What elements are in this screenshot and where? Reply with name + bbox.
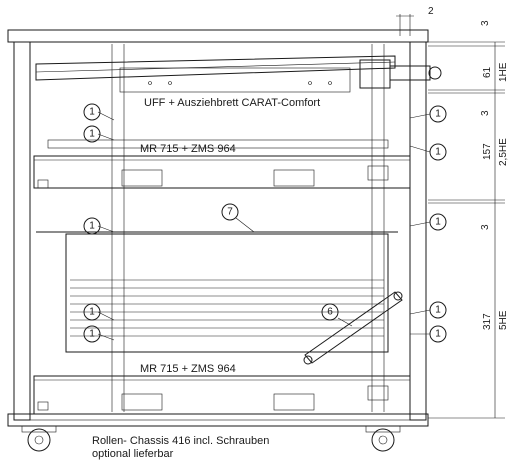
- callout-1-h: 1: [409, 213, 447, 231]
- lift-arm-6: [303, 291, 403, 365]
- svg-text:1: 1: [89, 329, 95, 340]
- svg-text:1: 1: [435, 109, 441, 120]
- dim-157: 157: [482, 143, 493, 160]
- bottom-caption-line2: optional lieferbar: [92, 448, 174, 460]
- pullout-board: [35, 55, 396, 93]
- top-caption: UFF + Ausziehbrett CARAT-Comfort: [144, 97, 320, 109]
- svg-text:1: 1: [89, 307, 95, 318]
- callout-1-e: 1: [83, 325, 115, 343]
- dim-gap-top: 2: [428, 6, 434, 17]
- dim-317: 317: [482, 313, 493, 330]
- callout-1-f: 1: [409, 105, 447, 123]
- svg-text:1: 1: [435, 147, 441, 158]
- svg-text:1: 1: [435, 305, 441, 316]
- callout-1-d: 1: [83, 303, 115, 321]
- svg-text:1: 1: [89, 129, 95, 140]
- callout-1-g: 1: [409, 143, 447, 161]
- dim-5he: 5HE: [498, 310, 509, 330]
- cabinet-left-wall: [13, 41, 31, 421]
- cabinet-top-panel: [7, 29, 429, 43]
- svg-text:1: 1: [435, 217, 441, 228]
- callout-6: 6: [321, 303, 353, 327]
- dim-3-a: 3: [480, 110, 491, 116]
- dim-3-b: 3: [480, 224, 491, 230]
- upper-drawer: [33, 155, 411, 189]
- lower-basket: [65, 233, 389, 353]
- upper-drawer-label: MR 715 + ZMS 964: [140, 143, 236, 155]
- cabinet-inner-outline: [29, 41, 411, 421]
- callout-1-b: 1: [83, 125, 115, 143]
- lower-drawer-label: MR 715 + ZMS 964: [140, 363, 236, 375]
- castor-left: [21, 425, 57, 452]
- castor-right: [365, 425, 401, 452]
- dim-2-5he: 2,5HE: [498, 138, 509, 166]
- svg-text:6: 6: [327, 307, 333, 318]
- bottom-caption-line1: Rollen- Chassis 416 incl. Schrauben: [92, 435, 269, 447]
- svg-text:7: 7: [227, 207, 233, 218]
- upper-rail: [47, 139, 389, 149]
- dim-61: 61: [482, 66, 493, 78]
- dimension-column: [396, 14, 505, 419]
- svg-text:1: 1: [89, 107, 95, 118]
- svg-text:1: 1: [435, 329, 441, 340]
- cabinet-right-wall: [409, 41, 427, 421]
- dim-1he: 1HE: [498, 62, 509, 82]
- lower-drawer: [33, 375, 411, 415]
- callout-1-j: 1: [410, 325, 447, 343]
- svg-text:1: 1: [89, 221, 95, 232]
- callout-7: 7: [221, 203, 255, 233]
- callout-1-a: 1: [83, 103, 115, 121]
- top-mechanism: [359, 59, 442, 89]
- callout-1-c: 1: [83, 217, 115, 235]
- dim-3-top: 3: [480, 20, 491, 26]
- callout-1-i: 1: [409, 301, 447, 319]
